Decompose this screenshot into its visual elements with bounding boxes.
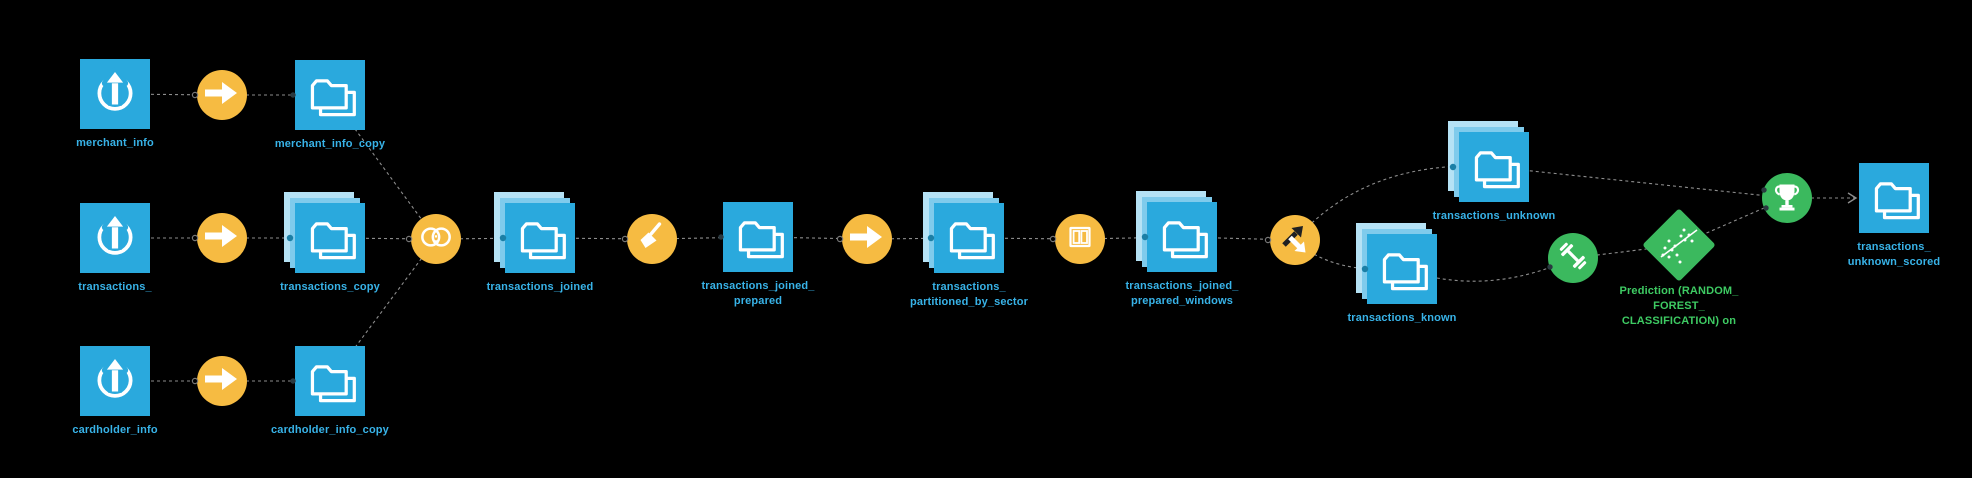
dataset-transactions_joined[interactable] — [494, 192, 575, 273]
recipe-circle — [627, 214, 677, 264]
recipe-circle — [1055, 214, 1105, 264]
recipe-split[interactable] — [1270, 215, 1320, 265]
dataset-face — [934, 203, 1004, 273]
managed-folder-icon — [303, 66, 357, 125]
recipe-circle — [842, 214, 892, 264]
dataset-transactions_joined_prepared[interactable] — [723, 202, 793, 272]
dataset-face — [1147, 202, 1217, 272]
dataset-merchant_info[interactable] — [80, 59, 150, 129]
recipe-score[interactable] — [1762, 173, 1812, 223]
node-label: transactions_ — [78, 281, 152, 293]
recipe-prepare[interactable] — [627, 214, 677, 264]
managed-folder-icon — [303, 352, 357, 411]
dataset-transactions_known[interactable] — [1356, 223, 1437, 304]
dataset-transactions_unknown_scored[interactable] — [1859, 163, 1929, 233]
prepare-recipe-icon — [632, 217, 672, 262]
recipe-circle — [1548, 233, 1598, 283]
dataset-face — [80, 203, 150, 273]
node-label: transactions_joined — [486, 281, 594, 293]
managed-folder-icon — [1375, 240, 1429, 299]
managed-folder-icon — [513, 209, 567, 268]
managed-folder-icon — [1155, 208, 1209, 267]
node-label: transactions_joined_ prepared — [701, 280, 815, 307]
dataset-transactions_unknown[interactable] — [1448, 121, 1529, 202]
model-model[interactable] — [1639, 205, 1719, 290]
dataset-face — [80, 59, 150, 129]
dataset-transactions_joined_prepared_windows[interactable] — [1136, 191, 1217, 272]
dataset-face — [1459, 132, 1529, 202]
recipe-circle — [197, 70, 247, 120]
recipe-train[interactable] — [1548, 233, 1598, 283]
node-label: cardholder_info — [72, 424, 158, 436]
split-recipe-icon — [1275, 218, 1315, 263]
dataset-face — [723, 202, 793, 272]
saved-model-icon — [1639, 209, 1719, 289]
recipe-circle — [1270, 215, 1320, 265]
recipe-circle — [1762, 173, 1812, 223]
upload-dataset-icon — [90, 211, 140, 266]
dataset-face — [295, 60, 365, 130]
recipe-circle — [197, 356, 247, 406]
recipe-sync_cardholder[interactable] — [197, 356, 247, 406]
managed-folder-icon — [303, 209, 357, 268]
dataset-face — [295, 203, 365, 273]
sync-recipe-icon — [202, 73, 242, 118]
dataset-face — [80, 346, 150, 416]
node-label: merchant_info_copy — [274, 138, 386, 150]
managed-folder-icon — [1467, 138, 1521, 197]
node-label: transactions_joined_ prepared_windows — [1125, 280, 1239, 307]
node-label: transactions_copy — [280, 281, 380, 293]
upload-dataset-icon — [90, 354, 140, 409]
dataset-face — [505, 203, 575, 273]
recipe-sync_transactions[interactable] — [197, 213, 247, 263]
recipe-join[interactable] — [411, 214, 461, 264]
node-label: transactions_unknown — [1432, 210, 1556, 222]
node-label: transactions_ partitioned_by_sector — [909, 281, 1029, 308]
node-label: Prediction (RANDOM_ FOREST_ CLASSIFICATI… — [1619, 285, 1739, 327]
node-label: merchant_info — [76, 137, 154, 149]
recipe-sync_partition[interactable] — [842, 214, 892, 264]
node-label: cardholder_info_copy — [271, 424, 389, 436]
node-label: transactions_ unknown_scored — [1847, 241, 1941, 268]
flow-edge — [1401, 257, 1574, 282]
managed-folder-icon — [1867, 169, 1921, 228]
train-recipe-icon — [1553, 236, 1593, 281]
recipe-sync_merchant[interactable] — [197, 70, 247, 120]
join-recipe-icon — [415, 216, 457, 263]
dataset-transactions_partitioned_by_sector[interactable] — [923, 192, 1004, 273]
score-recipe-icon — [1767, 176, 1807, 221]
recipe-circle — [197, 213, 247, 263]
managed-folder-icon — [731, 208, 785, 267]
dataset-face — [1859, 163, 1929, 233]
dataset-face — [1367, 234, 1437, 304]
dataset-transactions_copy[interactable] — [284, 192, 365, 273]
window-recipe-icon — [1060, 217, 1100, 262]
flow-edge — [1493, 166, 1788, 199]
upload-dataset-icon — [90, 67, 140, 122]
dataset-cardholder_info_copy[interactable] — [295, 346, 365, 416]
sync-recipe-icon — [202, 216, 242, 261]
recipe-circle — [411, 214, 461, 264]
node-label: transactions_known — [1347, 312, 1457, 324]
dataset-face — [295, 346, 365, 416]
flow-edge — [1294, 165, 1495, 241]
sync-recipe-icon — [847, 217, 887, 262]
recipe-window[interactable] — [1055, 214, 1105, 264]
dataset-merchant_info_copy[interactable] — [295, 60, 365, 130]
dataset-cardholder_info[interactable] — [80, 346, 150, 416]
dataset-transactions_[interactable] — [80, 203, 150, 273]
managed-folder-icon — [942, 209, 996, 268]
sync-recipe-icon — [202, 359, 242, 404]
